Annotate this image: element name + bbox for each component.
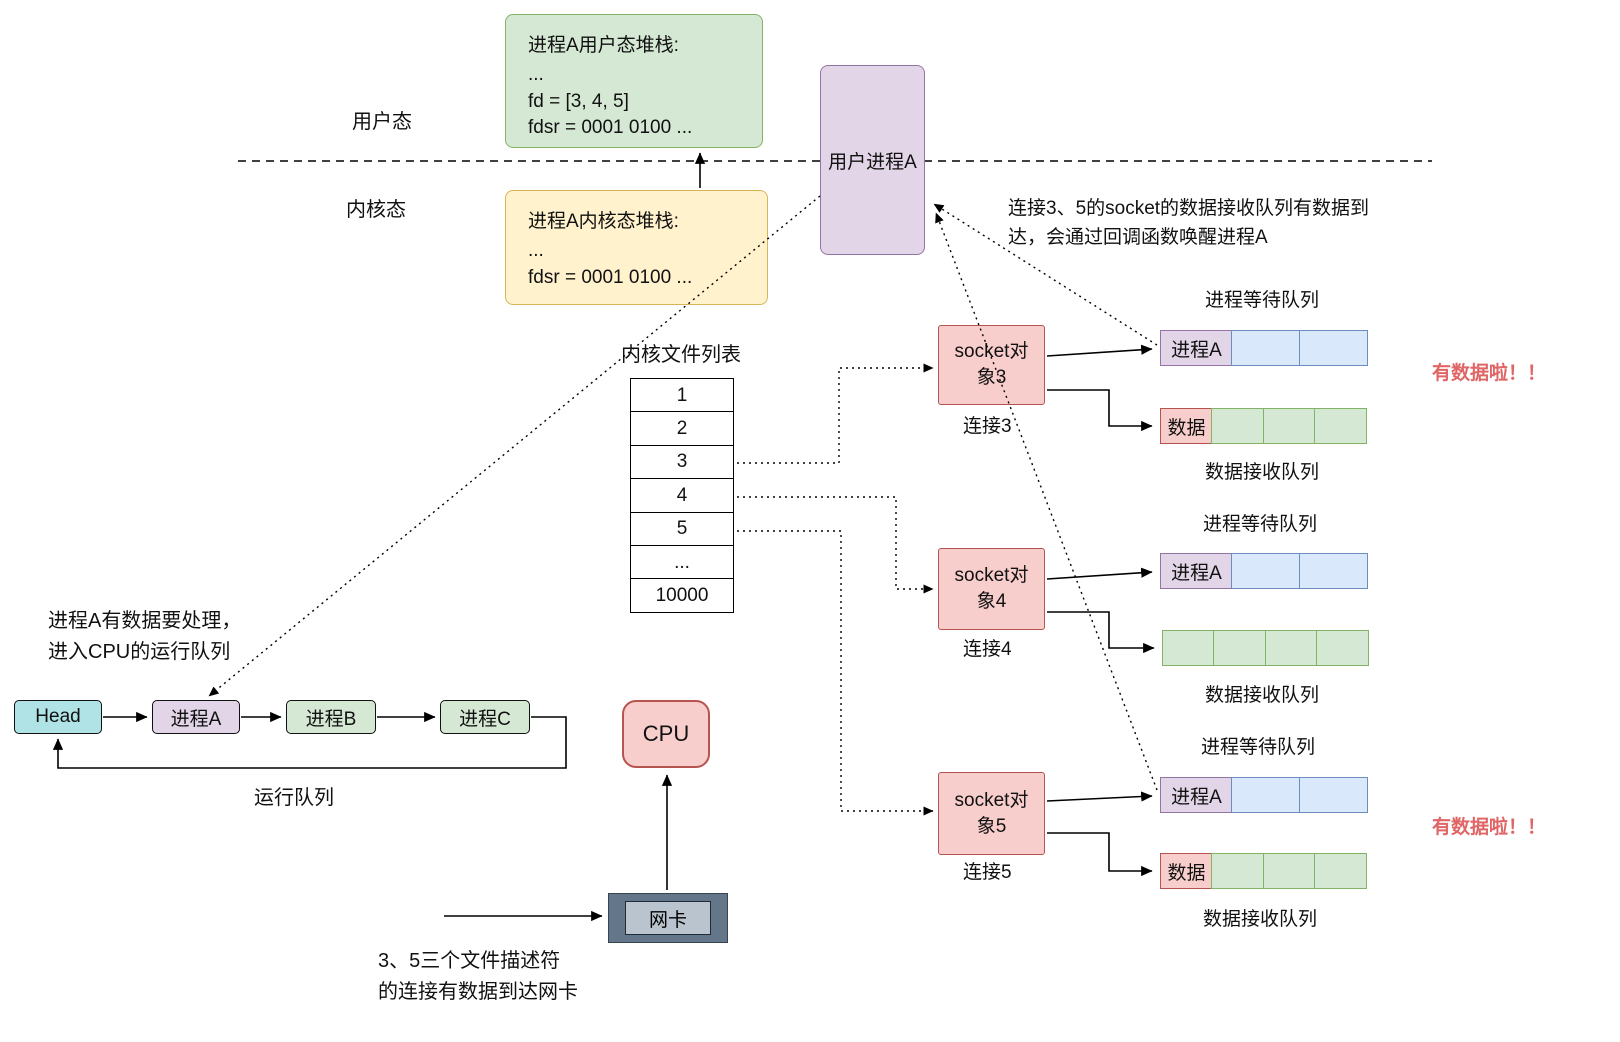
socket5-data-cell-empty <box>1314 853 1368 889</box>
socket3-wait-cell-process-a: 进程A <box>1160 330 1233 366</box>
user-stack-body: ... fd = [3, 4, 5] fdsr = 0001 0100 ... <box>528 64 693 139</box>
connection-3-label: 连接3 <box>963 416 1012 437</box>
socket-object-5-label: socket对象5 <box>954 789 1029 837</box>
socket4-wait-cell-empty <box>1231 553 1301 589</box>
has-data-note-socket5: 有数据啦！！ <box>1432 817 1547 838</box>
socket5-wait-queue: 进程A <box>1160 777 1368 813</box>
socket4-data-queue <box>1162 630 1370 666</box>
socket3-data-cell-empty <box>1262 408 1316 444</box>
connection-5-label: 连接5 <box>963 862 1012 883</box>
socket3-wait-cell-empty <box>1298 330 1368 366</box>
user-stack-title: 进程A用户态堆栈: <box>528 35 679 56</box>
socket3-wait-queue: 进程A <box>1160 330 1368 366</box>
socket4-wait-queue-label: 进程等待队列 <box>1203 514 1318 535</box>
socket4-data-cell-empty <box>1264 630 1318 666</box>
kernel-mode-label: 内核态 <box>346 199 406 221</box>
arrow-socket4-to-wait-queue <box>1046 567 1153 580</box>
file-row: 3 <box>630 444 734 480</box>
run-queue-label: 运行队列 <box>254 787 334 809</box>
socket5-data-cell-empty <box>1262 853 1316 889</box>
socket3-data-cell-empty <box>1211 408 1265 444</box>
socket4-data-cell-empty <box>1316 630 1370 666</box>
cpu-box: CPU <box>622 700 710 768</box>
dotted-connector-fd4-to-socket4 <box>737 496 934 594</box>
file-row: ... <box>630 545 734 581</box>
run-queue-head: Head <box>14 700 102 734</box>
nic-box: 网卡 <box>608 893 728 943</box>
kernel-stack-body: ... fdsr = 0001 0100 ... <box>528 240 693 288</box>
socket-object-3: socket对象3 <box>938 325 1045 405</box>
kernel-stack-box: 进程A内核态堆栈: ... fdsr = 0001 0100 ... <box>505 190 768 305</box>
socket-object-4-label: socket对象4 <box>954 565 1029 612</box>
socket5-data-cell-data: 数据 <box>1160 853 1213 889</box>
file-row: 10000 <box>630 578 734 614</box>
socket-object-4: socket对象4 <box>938 548 1045 630</box>
has-data-note-socket3: 有数据啦！！ <box>1432 363 1547 384</box>
socket5-wait-cell-empty <box>1231 777 1301 813</box>
socket4-data-cell-empty <box>1213 630 1267 666</box>
kernel-stack-title: 进程A内核态堆栈: <box>528 211 679 232</box>
file-row: 2 <box>630 411 734 447</box>
socket5-wait-cell-process-a: 进程A <box>1160 777 1233 813</box>
socket3-data-cell-empty <box>1314 408 1368 444</box>
user-mode-label: 用户态 <box>352 111 412 133</box>
socket5-data-queue: 数据 <box>1160 853 1368 889</box>
dotted-connector-fd3-to-socket3 <box>737 363 934 464</box>
arrow-socket5-to-wait-queue <box>1046 791 1153 802</box>
socket-object-3-label: socket对象3 <box>954 341 1029 388</box>
connection-4-label: 连接4 <box>963 639 1012 660</box>
file-row: 5 <box>630 511 734 547</box>
arrow-socket4-to-data-queue <box>1047 611 1155 654</box>
wakeup-note: 连接3、5的socket的数据接收队列有数据到 达，会通过回调函数唤醒进程A <box>1008 198 1370 249</box>
arrow-socket3-to-data-queue <box>1047 389 1153 432</box>
run-queue-note: 进程A有数据要处理， 进入CPU的运行队列 <box>48 610 242 663</box>
arrow-socket3-to-wait-queue <box>1046 344 1153 357</box>
run-queue-process-c: 进程C <box>440 700 530 734</box>
arrow-socket5-to-data-queue <box>1047 832 1153 877</box>
kernel-file-list-label: 内核文件列表 <box>621 344 741 366</box>
nic-label: 网卡 <box>625 901 711 935</box>
socket4-wait-queue: 进程A <box>1160 553 1368 589</box>
socket3-wait-cell-empty <box>1231 330 1301 366</box>
socket-object-5: socket对象5 <box>938 772 1045 855</box>
socket4-data-cell-empty <box>1162 630 1215 666</box>
socket5-wait-queue-label: 进程等待队列 <box>1201 737 1316 758</box>
socket3-data-queue: 数据 <box>1160 408 1368 444</box>
socket4-data-queue-label: 数据接收队列 <box>1205 685 1320 706</box>
kernel-file-table: 1 2 3 4 5 ... 10000 <box>630 378 734 614</box>
run-queue-process-b: 进程B <box>286 700 376 734</box>
user-process-a-box: 用户进程A <box>820 65 925 255</box>
nic-data-note: 3、5三个文件描述符 的连接有数据到达网卡 <box>378 950 578 1003</box>
dotted-arrow-socket5-wakeup-process-a <box>935 212 1158 791</box>
socket5-data-cell-empty <box>1211 853 1265 889</box>
file-row: 4 <box>630 478 734 514</box>
dotted-connector-fd5-to-socket5 <box>737 530 934 816</box>
socket4-wait-cell-process-a: 进程A <box>1160 553 1233 589</box>
socket3-wait-queue-label: 进程等待队列 <box>1205 290 1320 311</box>
socket5-data-queue-label: 数据接收队列 <box>1203 909 1318 930</box>
socket3-data-queue-label: 数据接收队列 <box>1205 462 1320 483</box>
run-queue-process-a: 进程A <box>152 700 240 734</box>
socket3-data-cell-data: 数据 <box>1160 408 1213 444</box>
socket5-wait-cell-empty <box>1298 777 1368 813</box>
socket4-wait-cell-empty <box>1298 553 1368 589</box>
user-stack-box: 进程A用户态堆栈: ... fd = [3, 4, 5] fdsr = 0001… <box>505 14 763 148</box>
file-row: 1 <box>630 378 734 413</box>
